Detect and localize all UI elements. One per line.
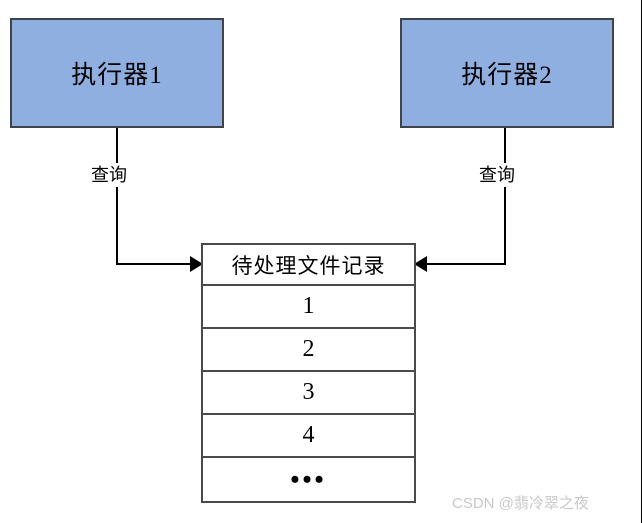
connector-left-horizontal xyxy=(116,263,192,265)
node-executor-1[interactable]: 执行器1 xyxy=(10,18,224,128)
record-cell: 3 xyxy=(302,379,315,405)
record-cell: 1 xyxy=(302,293,315,319)
table-row: 2 xyxy=(203,329,414,372)
node-executor-2-label: 执行器2 xyxy=(461,62,553,89)
edge-label-query-right: 查询 xyxy=(477,163,517,187)
connector-right-vertical xyxy=(504,128,506,265)
arrowhead-left-into-table xyxy=(190,256,203,272)
edge-label-query-left: 查询 xyxy=(89,163,129,187)
record-cell: 4 xyxy=(302,422,315,448)
connector-left-vertical xyxy=(116,128,118,265)
table-row: ••• xyxy=(203,458,414,501)
connector-right-horizontal xyxy=(425,263,506,265)
arrowhead-right-into-table xyxy=(414,256,427,272)
node-executor-1-label: 执行器1 xyxy=(71,62,163,89)
node-executor-2[interactable]: 执行器2 xyxy=(400,18,614,128)
record-table-header-label: 待处理文件记录 xyxy=(231,253,386,278)
table-row: 1 xyxy=(203,286,414,329)
record-cell-ellipsis: ••• xyxy=(290,464,327,494)
record-table: 待处理文件记录 1 2 3 4 ••• xyxy=(201,243,416,503)
watermark: CSDN @翡冷翠之夜 xyxy=(452,495,589,512)
record-cell: 2 xyxy=(302,336,315,362)
table-row: 3 xyxy=(203,372,414,415)
record-table-header: 待处理文件记录 xyxy=(203,245,414,286)
table-row: 4 xyxy=(203,415,414,458)
